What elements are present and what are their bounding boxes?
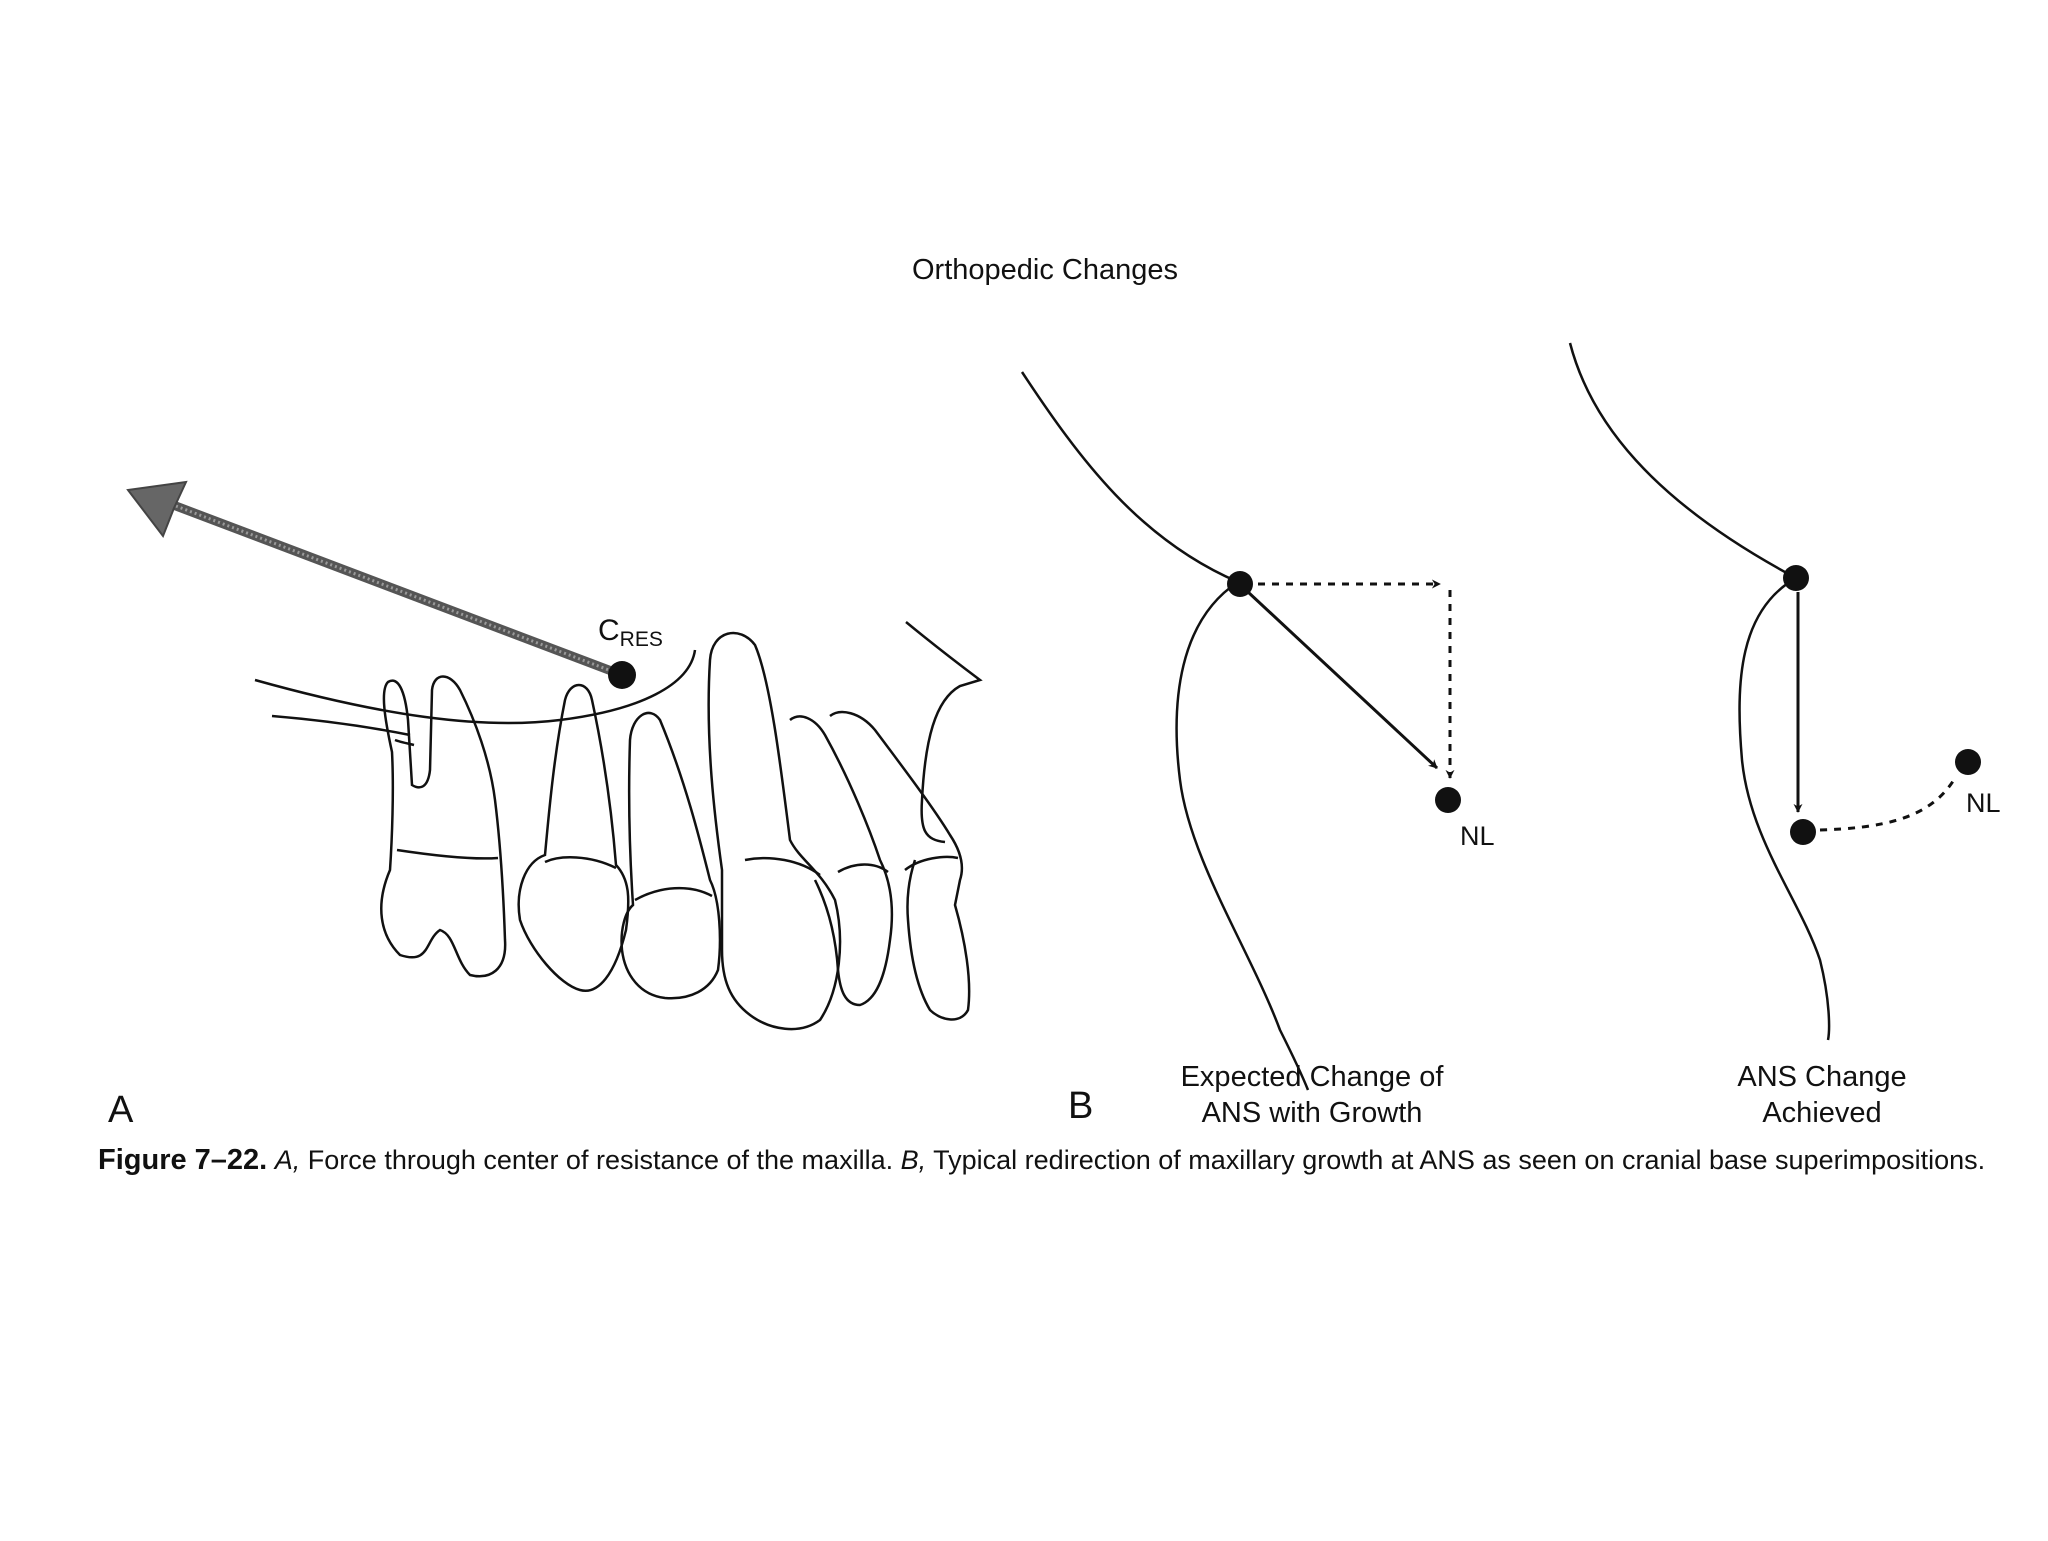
panel-b-title: Orthopedic Changes [912, 254, 1178, 286]
nasal-profile-lower-right [1738, 576, 1831, 1041]
anterior-maxilla-outline [905, 621, 983, 844]
teeth [380, 631, 971, 1031]
caption-figure-number: Figure 7–22. [98, 1144, 268, 1176]
ans-point [1227, 571, 1253, 597]
caption-a-letter: A, [274, 1145, 301, 1175]
nl-point-expected [1435, 787, 1461, 813]
expected-change-diagram: NL Expected Change of ANS with Growth [1020, 371, 1495, 1129]
caption-a-text: Force through center of resistance of th… [307, 1145, 894, 1175]
achieved-label-1: ANS Change [1737, 1061, 1906, 1093]
nl-label-right: NL [1966, 788, 2001, 818]
expected-change-label-1: Expected Change of [1181, 1061, 1445, 1093]
center-of-resistance-point [608, 661, 636, 689]
panel-b-letter: B [1068, 1085, 1093, 1127]
achieved-to-nl-dashed [1819, 777, 1957, 832]
achieved-change-diagram: NL ANS Change Achieved [1568, 342, 2001, 1129]
panel-a-letter: A [108, 1089, 134, 1131]
caption-b-text: Typical redirection of maxillary growth … [933, 1145, 1986, 1175]
nasal-profile-upper [1020, 371, 1239, 584]
achieved-label-2: Achieved [1762, 1097, 1881, 1129]
ans-point-right [1783, 565, 1809, 591]
force-arrowhead [126, 480, 188, 539]
force-arrow [126, 480, 624, 680]
cres-label: CRES [598, 614, 663, 651]
nasal-profile-lower [1175, 580, 1310, 1091]
nl-point-right [1955, 749, 1981, 775]
nl-label-expected: NL [1460, 821, 1495, 851]
expected-change-label-2: ANS with Growth [1202, 1097, 1423, 1129]
panel-a: CRES A [108, 480, 983, 1131]
maxilla-outline [254, 649, 697, 725]
caption-b-letter: B, [900, 1145, 927, 1175]
resultant-growth-arrow [1246, 590, 1439, 770]
nasal-profile-upper-right [1568, 342, 1797, 580]
figure-caption: Figure 7–22. A, Force through center of … [98, 1142, 1998, 1178]
panel-b: Orthopedic Changes B NL Expected Change … [912, 254, 2001, 1129]
ans-achieved-point [1790, 819, 1816, 845]
